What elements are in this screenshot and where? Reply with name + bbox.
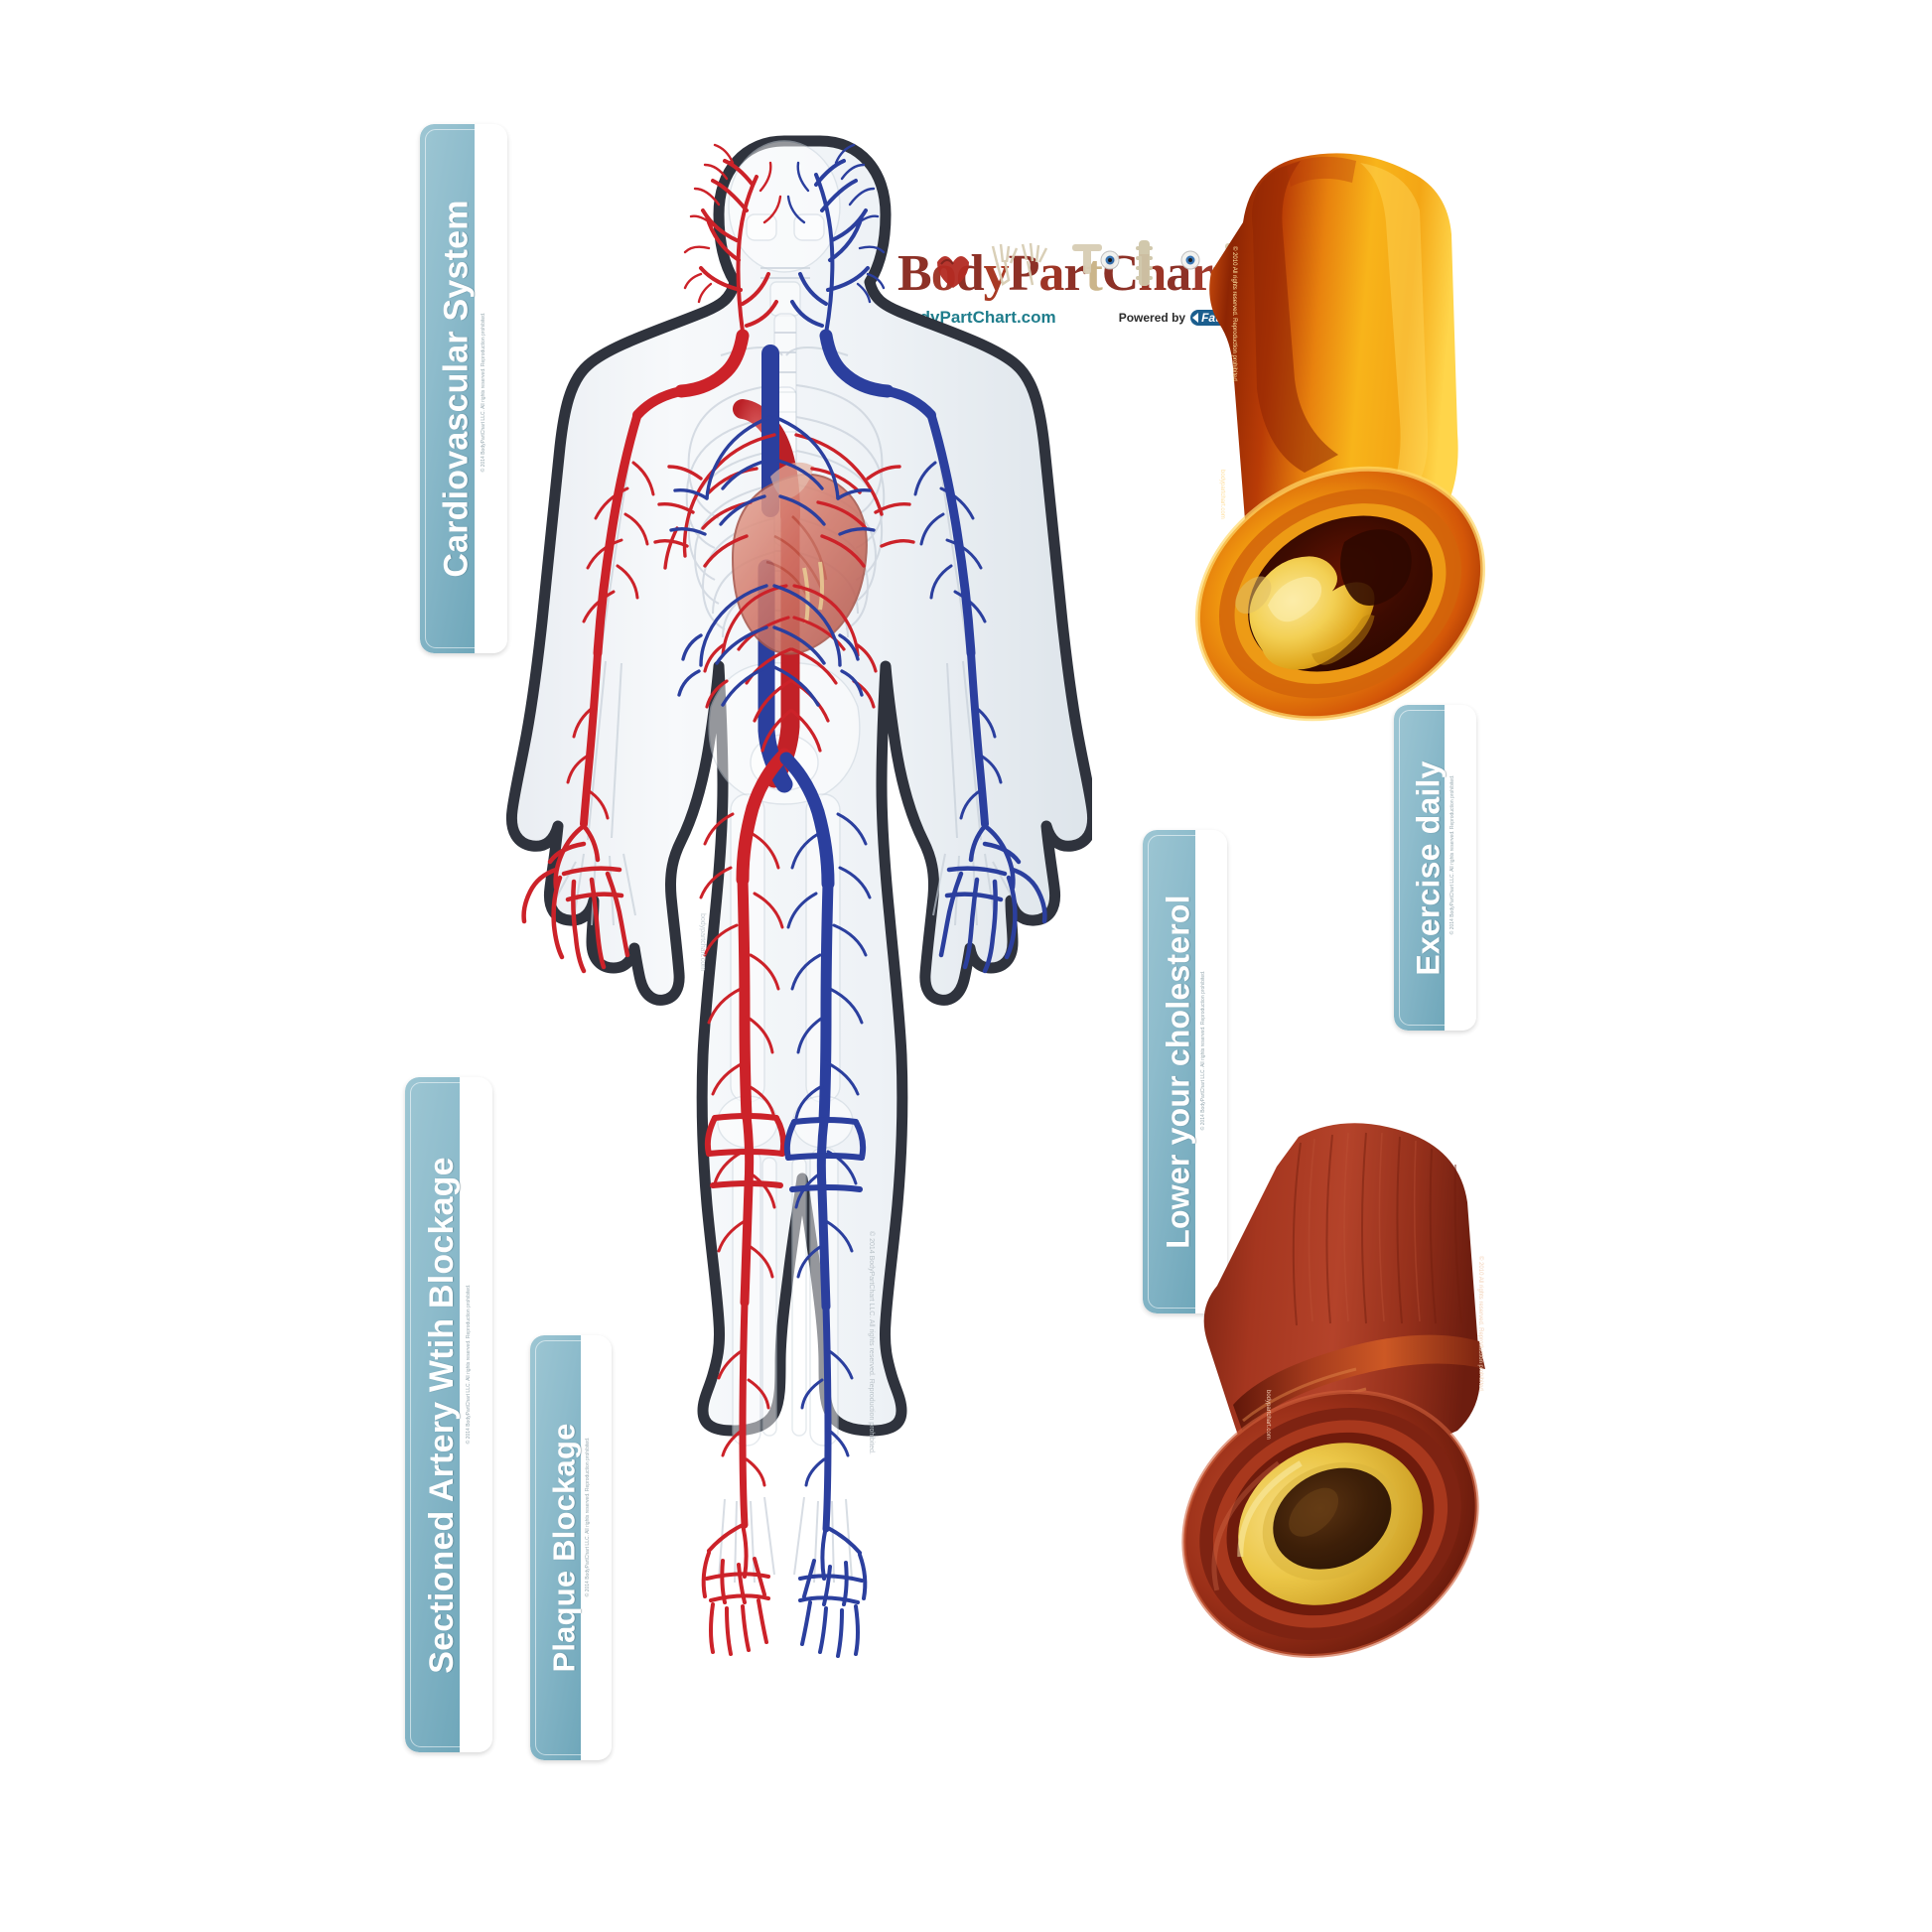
figure-copyright-micro: © 2014 BodyPartChart LLC. All rights res… bbox=[868, 1231, 876, 1454]
logo-letter-r: r bbox=[1063, 245, 1086, 302]
label-teal-panel bbox=[405, 1077, 460, 1752]
label-plaque-blockage[interactable]: Plaque Blockage © 2014 BodyPartChart LLC… bbox=[530, 1335, 612, 1760]
logo-letter-a2: a bbox=[1166, 245, 1191, 302]
label-teal-panel bbox=[1143, 830, 1195, 1313]
label-copyright: © 2014 BodyPartChart LLC. All rights res… bbox=[466, 1284, 472, 1444]
label-teal-panel bbox=[530, 1335, 581, 1760]
powered-by-label: Powered by bbox=[1118, 311, 1186, 325]
label-text: Cardiovascular System bbox=[437, 200, 476, 578]
healthy-artery-micro-mark: bodypartchart.com bbox=[1265, 1390, 1271, 1440]
blocked-artery-copyright: © 2010 All rights reserved. Reproduction… bbox=[1231, 246, 1238, 383]
skeleton-translucent bbox=[553, 140, 1016, 1584]
label-teal-panel bbox=[420, 124, 475, 653]
blocked-artery-micro-mark: bodypartchart.com bbox=[1219, 470, 1225, 519]
healthy-artery-illustration: © 2010 All rights reserved. Reproduction… bbox=[1181, 1107, 1539, 1723]
label-text: Sectioned Artery Wtih Blockage bbox=[422, 1156, 461, 1674]
inferior-vena-cava bbox=[758, 559, 793, 793]
logo-letter-b: B bbox=[897, 245, 932, 302]
arterial-network bbox=[521, 143, 915, 1656]
label-lower-your-cholesterol[interactable]: Lower your cholesterol © 2014 BodyPartCh… bbox=[1143, 830, 1227, 1313]
label-exercise-daily[interactable]: Exercise daily © 2014 BodyPartChart LLC.… bbox=[1394, 705, 1476, 1031]
label-teal-panel bbox=[1394, 705, 1446, 1031]
cardiovascular-body-figure: .art {stroke:#cc2229;fill:none;stroke-li… bbox=[477, 119, 1092, 1906]
heart bbox=[731, 462, 868, 655]
venous-network bbox=[669, 143, 1047, 1658]
logo-letter-h: h bbox=[1138, 245, 1167, 302]
logo-letter-c: C bbox=[1101, 245, 1140, 302]
logo-wordmark: BodyPartChart™ bbox=[897, 240, 1265, 306]
healthy-artery-copyright: © 2010 All rights reserved. Reproduction… bbox=[1477, 1256, 1484, 1393]
figure-copyright-micro-2: bodypartchart.com bbox=[699, 913, 706, 971]
label-sectioned-artery-with-blockage[interactable]: Sectioned Artery Wtih Blockage © 2014 Bo… bbox=[405, 1077, 492, 1752]
blocked-artery-illustration: © 2010 All rights reserved. Reproduction… bbox=[1191, 127, 1509, 802]
